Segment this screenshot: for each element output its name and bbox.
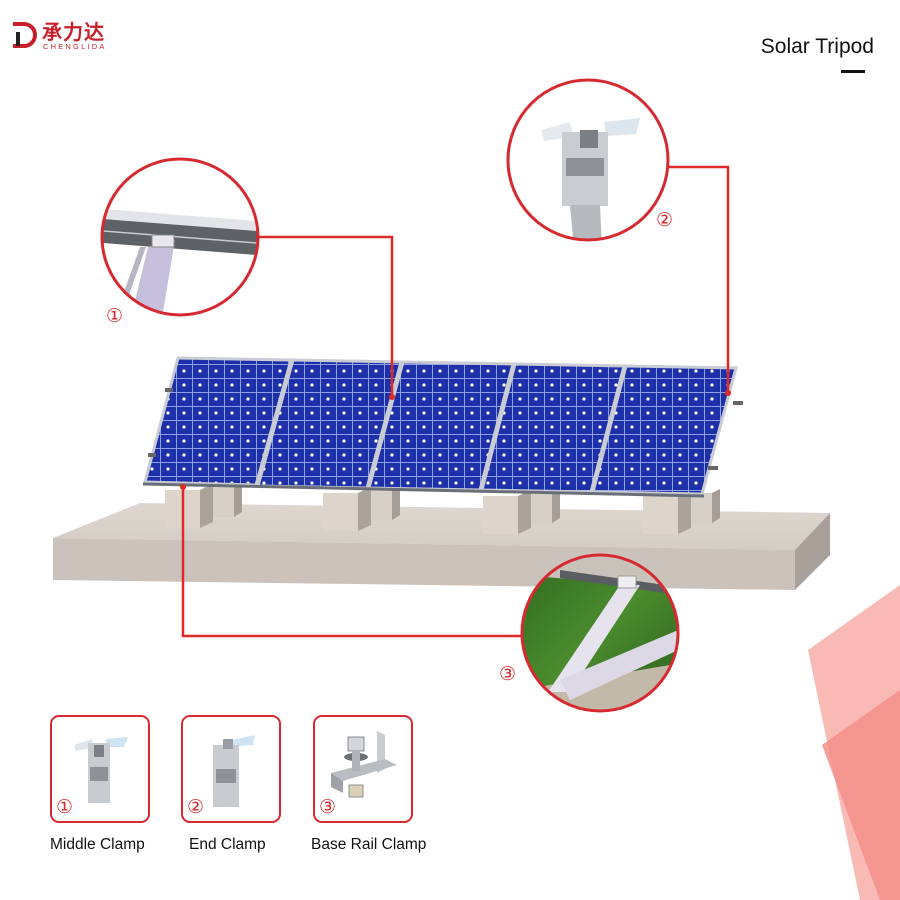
callout-1-rail-detail	[100, 157, 260, 317]
page-title: Solar Tripod	[760, 35, 874, 58]
clamp-number: ②	[187, 796, 205, 818]
end-clamp-icon	[213, 735, 255, 807]
callout-number-2: ②	[656, 209, 674, 231]
callout-number-1: ①	[106, 305, 124, 327]
clamp-card-base-rail: ③	[313, 715, 413, 823]
middle-clamp-icon	[74, 737, 128, 803]
decorative-pink-shapes	[808, 585, 900, 900]
clamp-label-base-rail: Base Rail Clamp	[311, 836, 427, 853]
clamp-label-middle: Middle Clamp	[50, 836, 145, 853]
title-underline	[841, 70, 865, 73]
callout-number-3: ③	[499, 663, 517, 685]
brand-logo: 承力达 CHENGLIDA	[10, 14, 130, 54]
clamp-card-middle: ①	[50, 715, 150, 823]
clamp-card-end: ②	[181, 715, 281, 823]
solar-panels	[142, 356, 743, 498]
clamp-number: ③	[319, 796, 337, 818]
clamp-number: ①	[56, 796, 74, 818]
logo-english-text: CHENGLIDA	[43, 42, 107, 51]
logo-d-icon	[13, 22, 37, 48]
callout-2-end-clamp-detail	[506, 78, 670, 242]
clamp-label-end: End Clamp	[189, 836, 266, 853]
ballast-blocks	[165, 483, 720, 534]
base-rail-clamp-icon	[331, 731, 397, 798]
logo-chinese-text: 承力达	[42, 20, 105, 44]
callout-connectors	[181, 165, 730, 638]
